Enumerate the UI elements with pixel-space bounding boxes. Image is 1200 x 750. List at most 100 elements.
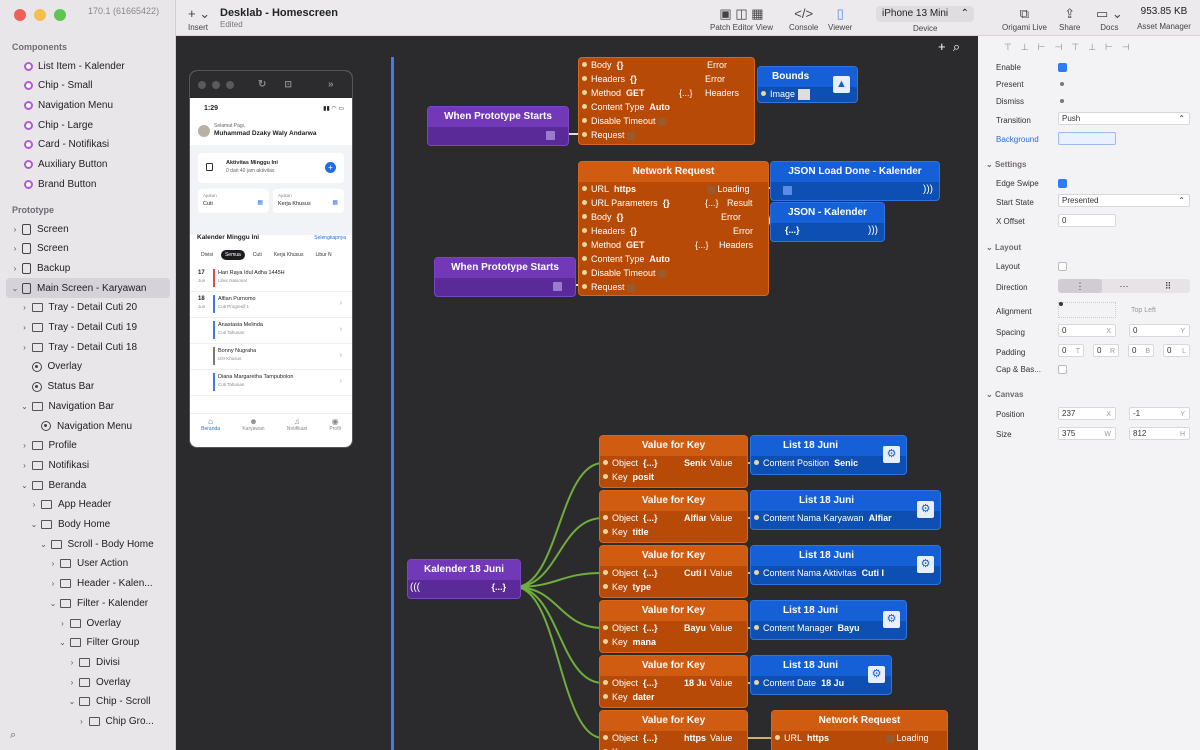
layer-item[interactable]: ›Backup (0, 258, 176, 278)
input-port[interactable]: Headers {}Error (579, 72, 754, 86)
gear-icon[interactable]: ⚙ (883, 446, 900, 463)
nav-tab[interactable]: ◉Profil (329, 417, 341, 432)
layout-checkbox[interactable] (1058, 262, 1067, 271)
disclosure-chevron-icon[interactable]: › (13, 224, 17, 234)
layer-item[interactable]: ⌄Filter - Kalender (49, 597, 149, 609)
input-port[interactable]: Content Manager Bayu (751, 621, 906, 635)
disclosure-chevron-icon[interactable]: ⌄ (49, 598, 57, 608)
filter-chip[interactable]: Cuti (252, 252, 262, 258)
input-port[interactable]: Content Date 18 Ju (751, 676, 891, 690)
gear-icon[interactable]: ⚙ (868, 666, 885, 683)
component-item[interactable]: List Item - Kalender (0, 56, 176, 76)
viewer-button[interactable]: ▯Viewer (828, 6, 853, 32)
layer-item[interactable]: ›Chip Gro... (0, 712, 176, 732)
add-activity-button[interactable]: + (325, 162, 336, 173)
input-port[interactable]: Headers {}Error (579, 224, 768, 238)
edge-swipe-checkbox[interactable] (1058, 179, 1067, 188)
horizontal-direction-icon[interactable]: ⋯ (1119, 281, 1129, 291)
input-port[interactable]: Disable Timeout (579, 266, 768, 280)
layer-item[interactable]: ⌄Scroll - Body Home (40, 538, 154, 550)
avatar[interactable] (198, 125, 210, 137)
viewer-divider[interactable] (391, 57, 394, 750)
input-port[interactable]: Content Nama Aktivitas Cuti I (751, 566, 940, 580)
input-port[interactable]: Disable Timeout (579, 114, 754, 128)
alignment-tools[interactable]: ⊤⊥⊢⊣⊤⊥⊢⊣ (1004, 42, 1139, 52)
grid-direction-icon[interactable]: ⠿ (1164, 281, 1172, 291)
layer-item[interactable]: Navigation Menu (0, 416, 176, 436)
console-button[interactable]: </>Console (789, 6, 819, 32)
disable-timeout-checkbox[interactable] (658, 269, 667, 278)
disclosure-chevron-icon[interactable]: › (23, 460, 26, 470)
input-port[interactable]: URL https Loading (579, 182, 768, 196)
disclosure-chevron-icon[interactable]: › (70, 677, 74, 687)
record-icon[interactable]: ⊡ (284, 79, 292, 89)
input-port[interactable]: Content Type Auto (579, 252, 768, 266)
layer-item[interactable]: Overlay (0, 357, 176, 377)
vertical-direction-icon[interactable]: ⋮ (1058, 279, 1102, 293)
chevron-down-icon[interactable]: ⌄ (986, 243, 993, 252)
input-port[interactable]: Key title (600, 525, 747, 539)
layer-item[interactable]: ›Tray - Detail Cuti 18 (0, 337, 176, 357)
disclosure-chevron-icon[interactable]: › (13, 263, 17, 273)
layer-item[interactable]: ›Profile (0, 436, 176, 456)
disclosure-chevron-icon[interactable]: › (32, 500, 36, 510)
json-load-done-node[interactable]: JSON Load Done - Kalender))) (770, 161, 940, 201)
input-port[interactable]: Key type (600, 580, 747, 594)
present-port[interactable] (1060, 82, 1064, 86)
disclosure-chevron-icon[interactable]: ⌄ (21, 401, 28, 411)
disclosure-chevron-icon[interactable]: › (51, 559, 55, 569)
see-more-link[interactable]: Selengkapnya (314, 235, 346, 241)
filter-chip[interactable]: Kerja Khusus (273, 252, 304, 258)
layer-item[interactable]: ⌄Body Home (30, 519, 111, 530)
disclosure-chevron-icon[interactable]: › (23, 323, 26, 332)
disclosure-chevron-icon[interactable]: ⌄ (21, 480, 28, 490)
insert-button[interactable]: + ⌄Insert (188, 6, 211, 32)
gear-icon[interactable]: ⚙ (883, 611, 900, 628)
disclosure-chevron-icon[interactable]: ⌄ (40, 539, 47, 549)
disclosure-chevron-icon[interactable]: › (23, 342, 26, 352)
background-color-well[interactable] (1058, 132, 1116, 145)
zoom-window-button[interactable] (54, 9, 66, 21)
layer-item[interactable]: ›Screen (0, 239, 176, 259)
layer-item[interactable]: ›Tray - Detail Cuti 19 (0, 318, 176, 338)
input-port[interactable]: Method GET{...}Headers (579, 238, 768, 252)
device-select[interactable]: iPhone 13 Mini⌃ (876, 6, 974, 22)
component-item[interactable]: Brand Button (0, 174, 176, 194)
input-port[interactable]: Request (579, 280, 768, 294)
disclosure-chevron-icon[interactable]: ⌄ (11, 283, 19, 293)
json-kalender-node[interactable]: JSON - Kalender{...}))) (770, 202, 885, 242)
layer-item[interactable]: ›Overlay (0, 613, 176, 633)
layer-item[interactable]: ⌄Chip - Scroll (68, 696, 151, 708)
disclosure-chevron-icon[interactable]: › (70, 657, 74, 667)
x-offset-field[interactable]: 0 (1058, 214, 1116, 227)
gear-icon[interactable]: ⚙ (917, 556, 934, 573)
component-item[interactable]: Auxiliary Button (0, 155, 176, 175)
component-item[interactable]: Navigation Menu (0, 95, 176, 115)
transition-select[interactable]: Push⌃ (1058, 112, 1190, 125)
chevron-down-icon[interactable]: ⌄ (986, 390, 993, 399)
disclosure-chevron-icon[interactable]: ⌄ (68, 697, 76, 707)
reload-icon[interactable]: ↻ (258, 79, 267, 90)
direction-segmented[interactable]: ⋮ ⋯ ⠿ (1058, 279, 1190, 293)
ajukan-kerja-card[interactable]: Ajukan Kerja Khusus ▦ (273, 189, 344, 213)
